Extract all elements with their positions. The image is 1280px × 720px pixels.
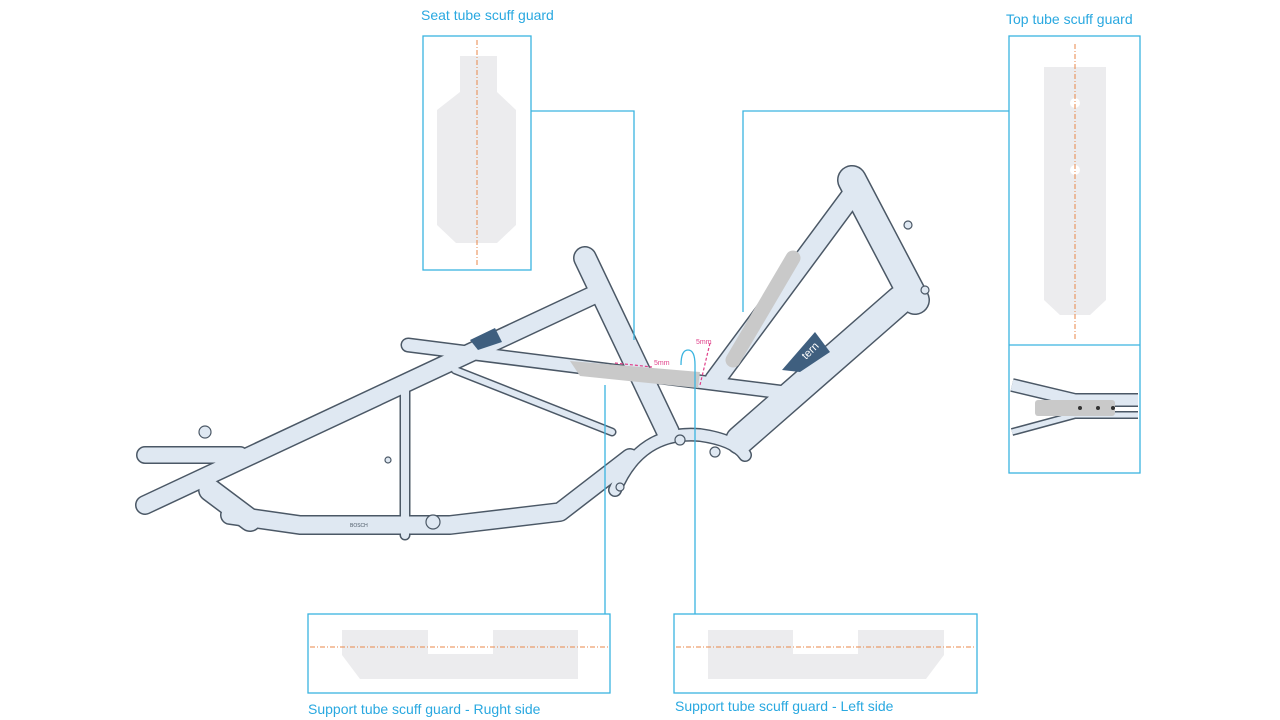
seat-tube-label: Seat tube scuff guard [421,7,554,23]
support-left-label: Support tube scuff guard - Left side [675,698,894,714]
brand-badge-small [470,328,502,350]
gap-label-a: 5mm [654,360,670,367]
top-tube-label: Top tube scuff guard [1006,11,1133,27]
seat-tube-inset [422,35,532,271]
bike-frame [135,165,930,541]
bolt-icon [198,425,212,439]
dimension-marks [614,342,711,386]
support-tube-guard [570,361,700,388]
gap-label-b: 5mm [696,339,712,346]
seat-tube-guard [725,250,801,368]
support-left-inset [673,613,978,694]
callout-lines [531,110,1009,614]
support-right-label: Support tube scuff guard - Rught side [308,701,541,717]
motor-logo: BOSCH [350,523,368,529]
top-tube-inset [1008,35,1141,474]
brand-badge [782,332,830,372]
support-right-inset [307,613,611,694]
